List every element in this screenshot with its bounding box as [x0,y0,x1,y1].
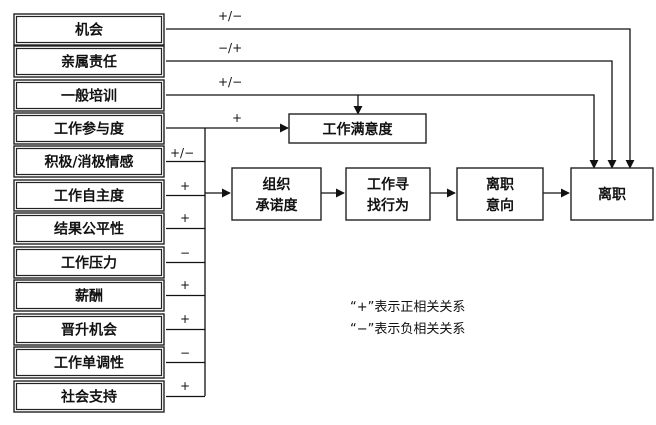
sign-involvement: + [232,111,242,125]
factor-label-7: 结果公平性 [54,221,124,238]
sign-pay: + [180,278,190,292]
sign-routinization: − [180,346,190,360]
intention-node: 离职 意向 [456,167,544,221]
arrow-kinship-to-turnover [166,60,617,169]
search-label-line1: 工作寻 [367,176,409,193]
factor-label-9: 薪酬 [75,288,103,305]
legend: “+”表示正相关关系 “−”表示负相关关系 [350,300,465,337]
sign-opportunity: +/− [218,9,242,23]
factor-label-3: 一般培训 [61,88,117,105]
factor-box-1: 机会 [13,13,165,46]
satisfaction-label: 工作满意度 [323,121,394,138]
factor-box-6: 工作自主度 [13,179,165,212]
commitment-node: 组织 承诺度 [231,167,322,221]
factor-box-4: 工作参与度 [13,112,165,145]
sign-training: +/− [218,75,242,89]
factor-box-11: 工作单调性 [13,346,165,379]
sign-justice: + [180,211,190,225]
legend-positive: “+”表示正相关关系 [350,300,465,315]
commitment-label-line1: 组织 [263,176,291,193]
factor-label-12: 社会支持 [60,389,117,406]
factor-box-8: 工作压力 [13,246,165,279]
factor-label-5: 积极/消极情感 [44,154,133,171]
arrow-opportunity-to-turnover [166,28,635,169]
factor-label-4: 工作参与度 [54,121,125,138]
turnover-label: 离职 [598,186,626,203]
search-label-line2: 找行为 [367,197,409,214]
factor-box-5: 积极/消极情感 [13,145,165,178]
turnover-node: 离职 [570,167,654,221]
sign-stress: − [180,246,190,260]
factor-list: 机会亲属责任一般培训工作参与度积极/消极情感工作自主度结果公平性工作压力薪酬晋升… [13,13,165,413]
arrow-training-to-turnover [166,94,599,169]
sign-labels: +/− −/+ +/− + +/− + + − + + − + [170,9,242,393]
factor-label-11: 工作单调性 [54,355,124,372]
sign-affect: +/− [170,146,194,160]
connectors [166,28,635,398]
factor-box-7: 结果公平性 [13,212,165,245]
search-node: 工作寻 找行为 [345,167,431,221]
factor-label-6: 工作自主度 [54,188,125,205]
factor-label-1: 机会 [75,22,104,39]
intention-label-line2: 意向 [486,197,514,214]
factor-box-10: 晋升机会 [13,313,165,346]
commitment-label-line2: 承诺度 [256,197,299,214]
sign-support: + [180,379,190,393]
intention-label-line1: 离职 [486,176,514,193]
sign-autonomy: + [180,179,190,193]
factor-label-2: 亲属责任 [61,54,117,71]
factor-label-10: 晋升机会 [61,322,118,339]
sign-promotion: + [180,312,190,326]
factor-box-3: 一般培训 [13,79,165,112]
legend-negative: “−”表示负相关关系 [350,322,465,337]
sign-kinship: −/+ [218,41,242,55]
factor-box-2: 亲属责任 [13,45,165,78]
satisfaction-node: 工作满意度 [288,113,427,144]
factor-box-9: 薪酬 [13,279,165,312]
factor-box-12: 社会支持 [13,380,165,413]
factor-label-8: 工作压力 [61,255,117,272]
